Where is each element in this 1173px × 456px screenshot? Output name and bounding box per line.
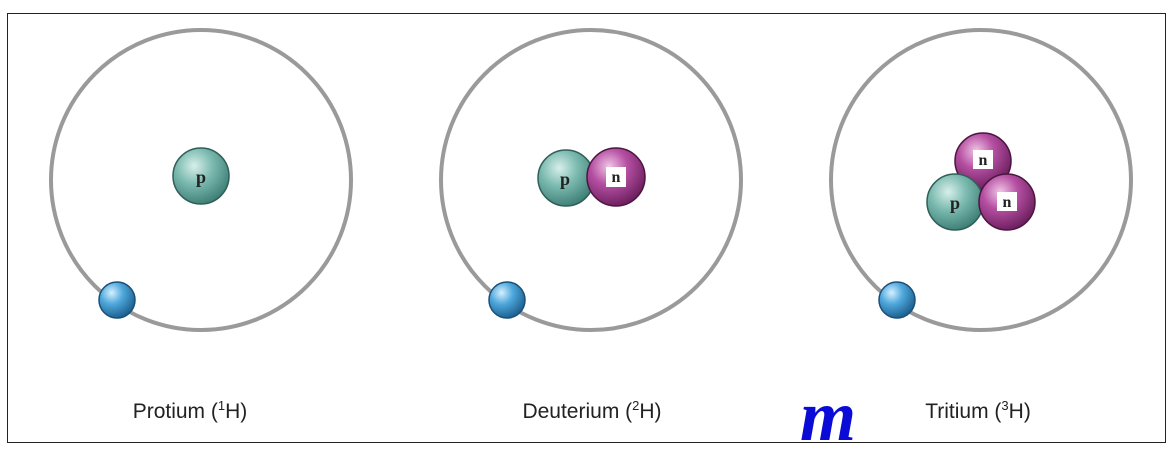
neutron-particle: n <box>586 147 646 207</box>
orbit-deuterium <box>439 28 743 332</box>
electron-particle <box>878 281 916 319</box>
neutron-label: n <box>979 152 988 169</box>
proton-particle: p <box>537 149 595 207</box>
proton-label: p <box>560 169 570 189</box>
proton-label: p <box>950 193 960 213</box>
electron-particle <box>488 281 526 319</box>
proton-label: p <box>196 167 206 187</box>
label-tritium: Tritium (3H) <box>925 398 1031 423</box>
diagram-frame <box>7 13 1166 443</box>
label-protium: Protium (1H) <box>132 398 248 423</box>
proton-particle: p <box>172 147 230 205</box>
orbit-protium <box>49 28 353 332</box>
orbit-tritium <box>829 28 1133 332</box>
neutron-label: n <box>612 169 621 186</box>
neutron-particle: n <box>978 173 1036 231</box>
label-deuterium: Deuterium (2H) <box>522 398 662 423</box>
proton-particle: p <box>926 173 984 231</box>
electron-particle <box>98 281 136 319</box>
neutron-label: n <box>1003 194 1012 211</box>
watermark-text: m <box>800 376 857 456</box>
